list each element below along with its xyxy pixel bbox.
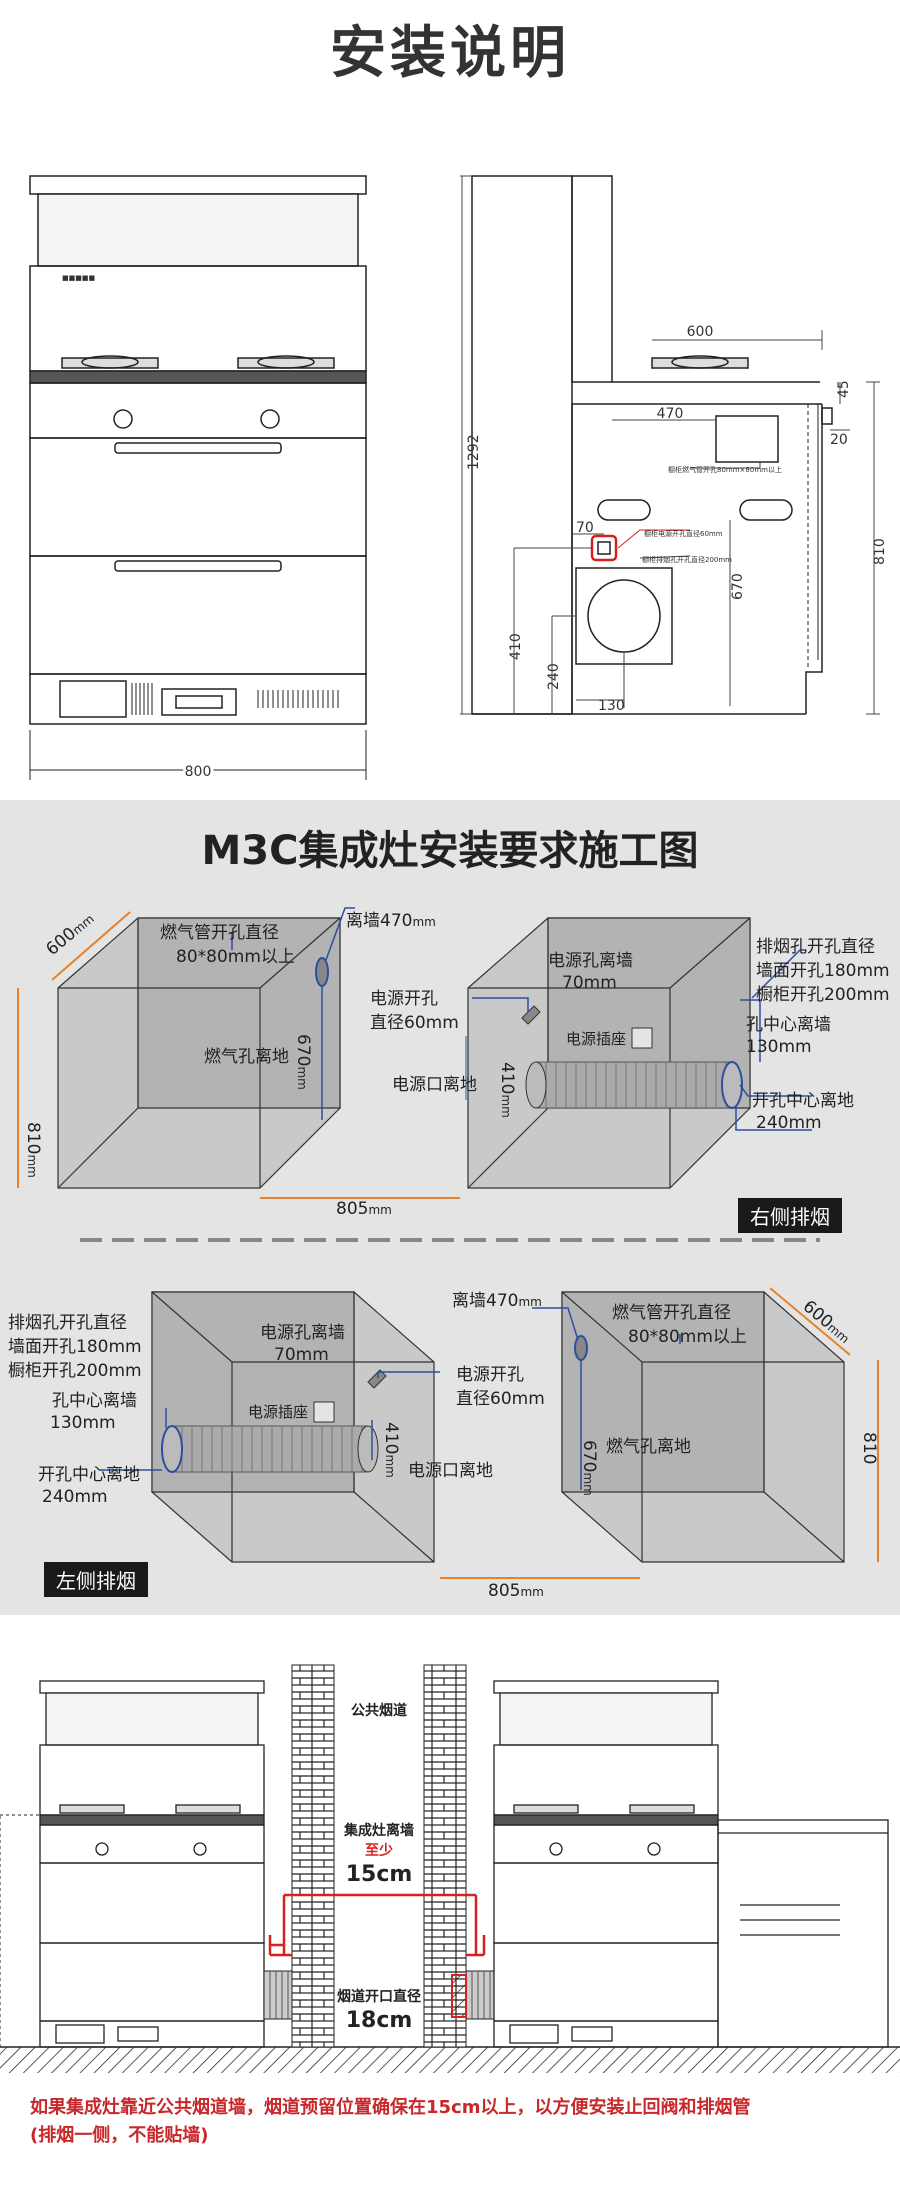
installation-section: 安装说明	[0, 0, 900, 800]
section-title: M3C集成灶安装要求施工图	[201, 828, 699, 874]
cab2-exhaust-title: 排烟孔开孔直径	[756, 937, 875, 957]
cab3-410: 410mm	[381, 1422, 401, 1478]
cab3-power-dia: 直径60mm	[456, 1389, 545, 1409]
flue-section: 公共烟道 集成灶离墙 至少 15cm 烟道开口直径 18cm 如果集成灶靠近公共…	[0, 1615, 900, 2187]
flue-diagram: 公共烟道 集成灶离墙 至少 15cm 烟道开口直径 18cm	[0, 1664, 900, 2073]
cab2-hole-wall-val: 130mm	[746, 1037, 812, 1057]
note-power-hole: 橱柜电源开孔直径60mm	[644, 529, 723, 538]
opening-value: 18cm	[346, 2008, 413, 2033]
cab2-power-floor: 电源口离地	[392, 1075, 477, 1095]
cab2-exhaust-wall: 墙面开孔180mm	[756, 961, 890, 981]
cab3-exhaust-wall: 墙面开孔180mm	[8, 1337, 142, 1357]
cab4-gas-floor: 燃气孔离地	[606, 1437, 691, 1457]
dim-45: 45	[836, 380, 852, 398]
cab2-hole-wall: 孔中心离墙	[746, 1015, 831, 1035]
dim-240: 240	[546, 663, 562, 690]
front-view-drawing: ■■■■■ 800	[29, 175, 888, 783]
cab2-exhaust-cab: 橱柜开孔200mm	[756, 985, 890, 1005]
public-flue-label: 公共烟道	[351, 1702, 407, 1719]
cab1-width: 805mm	[336, 1199, 392, 1219]
brand-mark: ■■■■■	[62, 274, 95, 282]
cab1-height: 810mm	[23, 1122, 43, 1178]
cab4-width: 805mm	[488, 1581, 544, 1601]
cab3-hole-wall-val: 130mm	[50, 1413, 116, 1433]
cab2-power-wall-val: 70mm	[562, 973, 617, 993]
distance-value: 15cm	[346, 1862, 413, 1887]
cabinet-diagrams: 600mm 810mm 805mm 燃气管开孔直径 80*80mm以上 离墙47…	[8, 907, 890, 1601]
dim-130: 130	[598, 698, 625, 714]
cab2-socket: 电源插座	[566, 1030, 626, 1048]
dim-470: 470	[657, 406, 684, 422]
cab1-gas-size: 80*80mm以上	[176, 947, 295, 967]
dim-410: 410	[508, 633, 524, 660]
page-title: 安装说明	[330, 21, 570, 86]
dim-810: 810	[872, 538, 888, 565]
cab3-socket: 电源插座	[248, 1403, 308, 1421]
cab2-power-dia: 直径60mm	[370, 1013, 459, 1033]
cab4-gas-title: 燃气管开孔直径	[612, 1303, 731, 1323]
cab2-power-hole: 电源开孔	[370, 989, 438, 1009]
cab3-power-wall-val: 70mm	[274, 1345, 329, 1365]
cab3-exhaust-cab: 橱柜开孔200mm	[8, 1361, 142, 1381]
flue-note-2: (排烟一侧，不能贴墙)	[30, 2125, 209, 2146]
dim-670: 670	[730, 573, 746, 600]
cab1-depth: 600mm	[42, 909, 98, 960]
right-exhaust-tag: 右侧排烟	[738, 1198, 842, 1233]
cab4-wall: 离墙470mm	[452, 1291, 542, 1311]
cab3-power-wall: 电源孔离墙	[260, 1323, 345, 1343]
cab3-power-floor: 电源口离地	[408, 1461, 493, 1481]
flue-note-1: 如果集成灶靠近公共烟道墙，烟道预留位置确保在15cm以上，以方便安装止回阀和排烟…	[30, 2097, 751, 2118]
width-dim-800: 800	[185, 764, 212, 780]
cab4-height: 810	[859, 1432, 879, 1464]
cab1-670: 670mm	[293, 1034, 313, 1090]
dim-1292: 1292	[466, 434, 482, 470]
cab1-gas-floor: 燃气孔离地	[204, 1047, 289, 1067]
dim-70: 70	[576, 520, 594, 536]
opening-title: 烟道开口直径	[337, 1988, 421, 2005]
cabinet-4	[561, 1291, 845, 1563]
construction-drawing-section: M3C集成灶安装要求施工图 600mm 810mm 805mm 燃气管开孔直径 …	[0, 800, 900, 1615]
note-gas-hole: 橱柜燃气管开孔80mm×80mm以上	[668, 465, 782, 474]
cab3-hole-floor-val: 240mm	[42, 1487, 108, 1507]
note-exhaust-hole: 橱柜排烟孔开孔直径200mm	[642, 555, 732, 564]
cab1-gas-title: 燃气管开孔直径	[160, 923, 279, 943]
cabinet-1	[57, 917, 341, 1189]
cab2-power-wall: 电源孔离墙	[548, 951, 633, 971]
cabinet-2	[467, 917, 751, 1189]
cab2-hole-floor: 开孔中心离地	[752, 1091, 854, 1111]
dim-600: 600	[687, 324, 714, 340]
cab2-hole-floor-val: 240mm	[756, 1113, 822, 1133]
cab3-hole-wall: 孔中心离墙	[52, 1391, 137, 1411]
cab3-exhaust-title: 排烟孔开孔直径	[8, 1313, 127, 1333]
cab4-670: 670mm	[579, 1440, 599, 1496]
distance-title: 集成灶离墙	[343, 1822, 414, 1839]
dim-20: 20	[830, 432, 848, 448]
cab3-hole-floor: 开孔中心离地	[38, 1465, 140, 1485]
cab2-410: 410mm	[497, 1062, 517, 1118]
cab1-wall: 离墙470mm	[346, 911, 436, 931]
distance-min: 至少	[365, 1842, 393, 1859]
left-exhaust-tag: 左侧排烟	[44, 1562, 148, 1597]
cab3-power-hole: 电源开孔	[456, 1365, 524, 1385]
cab4-gas-size: 80*80mm以上	[628, 1327, 747, 1347]
